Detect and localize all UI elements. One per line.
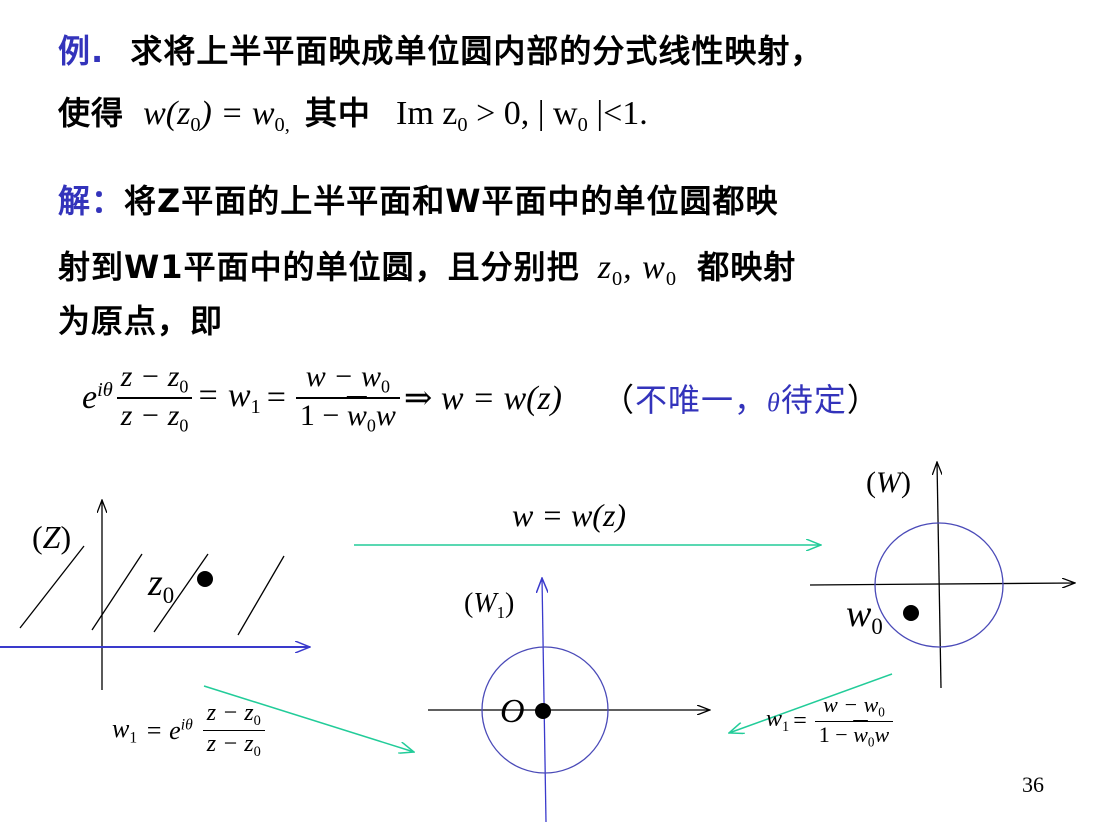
hatch-line bbox=[91, 553, 143, 631]
z0-label: z0 bbox=[148, 562, 175, 608]
note: （不唯一，θ待定） bbox=[602, 381, 880, 420]
z-plane-label: (Z) bbox=[32, 519, 72, 555]
equals-sign: = bbox=[266, 379, 286, 417]
hatch-line bbox=[153, 553, 209, 633]
equals-w1: = w1 bbox=[196, 377, 261, 419]
solution-label: 解： bbox=[58, 182, 125, 220]
w0-label: w0 bbox=[846, 593, 883, 639]
w-plane-label: (W) bbox=[866, 466, 911, 499]
w-plane-x-axis bbox=[809, 583, 1075, 585]
origin-label: O bbox=[500, 693, 525, 730]
w-unit-circle bbox=[874, 522, 1004, 648]
w1-unit-circle bbox=[481, 646, 609, 774]
page-number: 36 bbox=[1022, 772, 1044, 797]
w1-plane bbox=[428, 578, 710, 823]
main-formula: eiθ z − z0 z − z0 = w1 = w − w0 1 − w0w … bbox=[82, 360, 880, 437]
z-plane bbox=[0, 500, 310, 690]
z0-w0-formula: z0, w0 bbox=[597, 249, 678, 291]
w1-plane-y-axis bbox=[542, 578, 546, 823]
left-mapping-arrow bbox=[203, 685, 414, 752]
solution-line-1: 解：将Z平面的上半平面和W平面中的单位圆都映 bbox=[58, 176, 779, 222]
solution-text-3: 为原点，即 bbox=[58, 302, 224, 340]
fraction-1: z − z0 z − z0 bbox=[116, 360, 193, 437]
hatch-line bbox=[19, 545, 85, 629]
problem-line-1: 例. 求将上半平面映成单位圆内部的分式线性映射， bbox=[58, 26, 823, 72]
hatch-line bbox=[237, 555, 285, 636]
problem-mid: 其中 bbox=[304, 94, 371, 132]
solution-line-2: 射到W1平面中的单位圆，且分别把 z0, w0 都映射 bbox=[58, 242, 796, 291]
top-arrow-label: w = w(z) bbox=[512, 497, 627, 533]
w0-point bbox=[903, 605, 919, 621]
w-plane bbox=[809, 462, 1075, 689]
z0-point bbox=[197, 571, 213, 587]
implies-formula: ⇒ w = w(z) bbox=[403, 380, 563, 418]
fraction-2: w − w0 1 − w0w bbox=[295, 360, 400, 437]
problem-prefix: 使得 bbox=[58, 94, 125, 132]
problem-text: 求将上半平面映成单位圆内部的分式线性映射， bbox=[130, 32, 824, 70]
constraint-formula: Im z0 > 0, | w0 |<1. bbox=[396, 95, 648, 137]
solution-text-1: 将Z平面的上半平面和W平面中的单位圆都映 bbox=[124, 182, 779, 220]
condition-formula: w(z0) = w0, bbox=[143, 95, 290, 137]
solution-text-2: 射到W1平面中的单位圆，且分别把 bbox=[58, 248, 580, 286]
solution-text-2b: 都映射 bbox=[697, 248, 797, 286]
right-mapping-formula: w1 = w − w0 1 − w0w bbox=[766, 692, 897, 750]
left-mapping-formula: w1 = eiθ z − z0 z − z0 bbox=[112, 700, 269, 761]
problem-line-2: 使得 w(z0) = w0, 其中 Im z0 > 0, | w0 |<1. bbox=[58, 88, 648, 137]
origin-point bbox=[535, 703, 551, 719]
w1-plane-label: (W1) bbox=[464, 588, 515, 622]
example-label: 例. bbox=[58, 32, 105, 70]
right-mapping-arrow bbox=[729, 673, 893, 733]
solution-line-3: 为原点，即 bbox=[58, 296, 223, 342]
w-plane-y-axis bbox=[937, 462, 941, 689]
exp-term: eiθ bbox=[82, 379, 113, 417]
